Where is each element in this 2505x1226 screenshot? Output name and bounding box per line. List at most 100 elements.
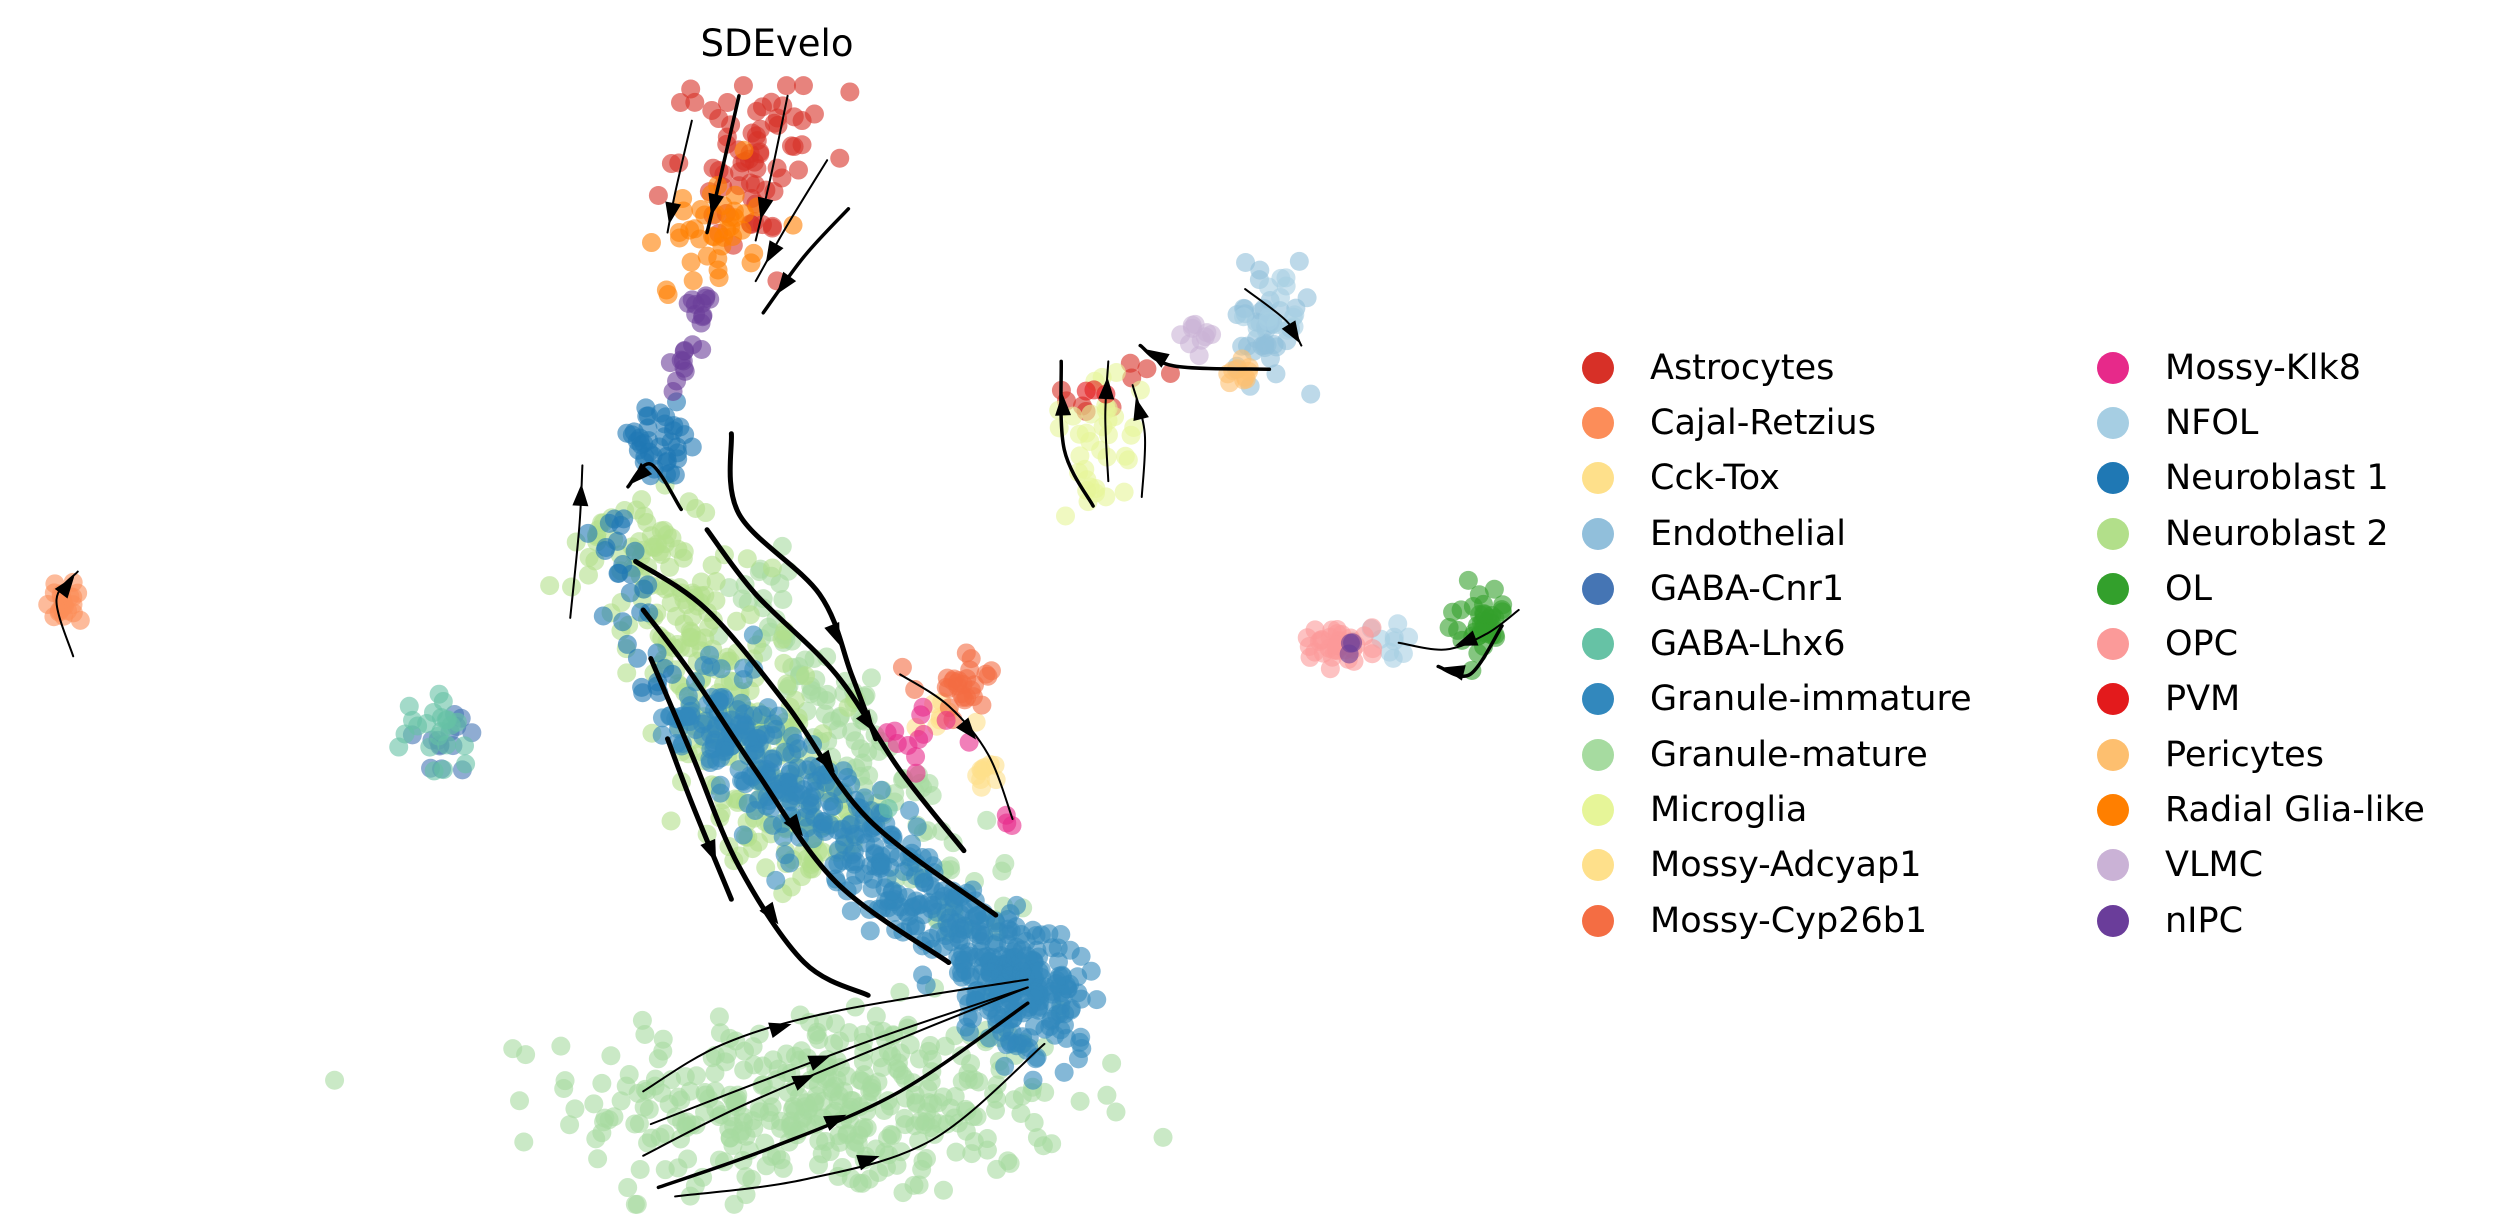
point-mossy-cyp26b1 — [892, 657, 912, 677]
point-granule-immature — [913, 965, 933, 985]
point-granule-mature — [919, 1093, 939, 1113]
point-gaba-lhx6 — [389, 737, 409, 757]
point-granule-immature — [1068, 967, 1088, 987]
streamline-arrow-icon — [776, 271, 797, 295]
point-radial-glia-like — [697, 246, 717, 266]
streamline-arrow-icon — [1455, 630, 1479, 646]
legend-label: GABA-Cnr1 — [1650, 568, 1845, 609]
point-granule-mature — [773, 589, 793, 609]
legend-label: PVM — [2165, 679, 2241, 720]
point-granule-immature — [782, 726, 802, 746]
point-granule-mature — [618, 1178, 638, 1198]
point-astrocytes — [1160, 363, 1180, 383]
legend-item: Endothelial — [1578, 506, 2093, 561]
legend-label: OPC — [2165, 624, 2239, 665]
point-endothelial — [1301, 384, 1321, 404]
point-granule-immature — [1046, 974, 1066, 994]
point-microglia — [1076, 423, 1096, 443]
point-granule-immature — [995, 1056, 1015, 1076]
legend-item: VLMC — [2093, 838, 2493, 893]
point-granule-mature — [830, 1031, 850, 1051]
point-astrocytes — [840, 82, 860, 102]
point-radial-glia-like — [734, 140, 754, 160]
point-neuroblast-1 — [655, 658, 675, 678]
point-granule-mature — [710, 1023, 730, 1043]
point-granule-immature — [1003, 1008, 1023, 1028]
streamline-arrow-icon — [54, 576, 75, 599]
legend-item: OPC — [2093, 616, 2493, 671]
point-gaba-lhx6 — [433, 760, 453, 780]
streamline — [705, 94, 741, 235]
point-ol — [1443, 602, 1463, 622]
point-granule-immature — [1023, 1070, 1043, 1090]
point-neuroblast-1 — [656, 407, 676, 427]
point-granule-mature — [1024, 1112, 1044, 1132]
point-granule-mature — [909, 1131, 929, 1151]
point-granule-immature — [1045, 1025, 1065, 1045]
point-neuroblast-1 — [636, 398, 656, 418]
point-neuroblast-2 — [617, 663, 637, 683]
point-granule-mature — [696, 1085, 716, 1105]
point-granule-immature — [800, 796, 820, 816]
streamline-arrow-icon — [1098, 377, 1115, 400]
point-granule-mature — [635, 1024, 655, 1044]
point-neuroblast-2 — [777, 674, 797, 694]
point-mossy-adcyap1 — [971, 777, 991, 797]
point-granule-immature — [933, 937, 953, 957]
legend-marker-icon — [2097, 351, 2129, 384]
point-granule-immature — [833, 761, 853, 781]
point-granule-mature — [874, 1101, 894, 1121]
point-granule-mature — [560, 1115, 580, 1135]
streamline-arrow-icon — [807, 1055, 831, 1071]
streamline-arrow-icon — [823, 1114, 847, 1131]
legend-item: Pericytes — [2093, 727, 2493, 782]
point-neuroblast-2 — [540, 576, 560, 596]
legend-item: Mossy-Cyp26b1 — [1578, 893, 2093, 948]
point-radial-glia-like — [735, 204, 755, 224]
point-neuroblast-2 — [702, 555, 722, 575]
point-nfol — [1234, 307, 1254, 327]
point-nfol — [1380, 642, 1400, 662]
point-astrocytes — [830, 148, 850, 168]
point-granule-mature — [852, 1071, 872, 1091]
point-neuroblast-1 — [663, 421, 683, 441]
point-microglia — [1098, 410, 1118, 430]
point-nfol — [1276, 276, 1296, 296]
point-nfol — [1266, 315, 1286, 335]
streamline-arrow-icon — [1442, 665, 1466, 681]
point-granule-mature — [804, 1093, 824, 1113]
point-granule-immature — [710, 783, 730, 803]
point-granule-immature — [954, 901, 974, 921]
point-neuroblast-2 — [680, 628, 700, 648]
point-granule-immature — [784, 786, 804, 806]
point-granule-mature — [956, 1099, 976, 1119]
point-granule-immature — [840, 815, 860, 835]
legend-label: Cck-Tox — [1650, 458, 1780, 499]
streamline — [754, 94, 789, 242]
point-granule-mature — [770, 574, 790, 594]
point-granule-mature — [759, 1103, 779, 1123]
point-granule-mature — [854, 1117, 874, 1137]
point-granule-immature — [1039, 924, 1059, 944]
point-granule-immature — [1068, 1049, 1088, 1069]
point-granule-immature — [775, 742, 795, 762]
point-nipc — [1343, 633, 1363, 653]
point-astrocytes — [776, 76, 796, 96]
point-vlmc — [1182, 318, 1202, 338]
point-nfol — [1388, 614, 1408, 634]
point-granule-immature — [780, 853, 800, 873]
point-nfol — [1285, 305, 1305, 325]
point-neuroblast-2 — [774, 653, 794, 673]
point-neuroblast-2 — [762, 558, 782, 578]
point-granule-mature — [588, 1149, 608, 1169]
point-granule-immature — [729, 715, 749, 735]
point-granule-immature — [733, 670, 753, 690]
point-microglia — [1049, 418, 1069, 438]
streamline — [674, 1042, 1046, 1198]
point-radial-glia-like — [680, 220, 700, 240]
streamline — [1104, 360, 1110, 483]
streamline — [754, 159, 829, 283]
point-granule-mature — [890, 982, 910, 1002]
legend-item: Cck-Tox — [1578, 451, 2093, 506]
legend-item: Mossy-Adcyap1 — [1578, 838, 2093, 893]
